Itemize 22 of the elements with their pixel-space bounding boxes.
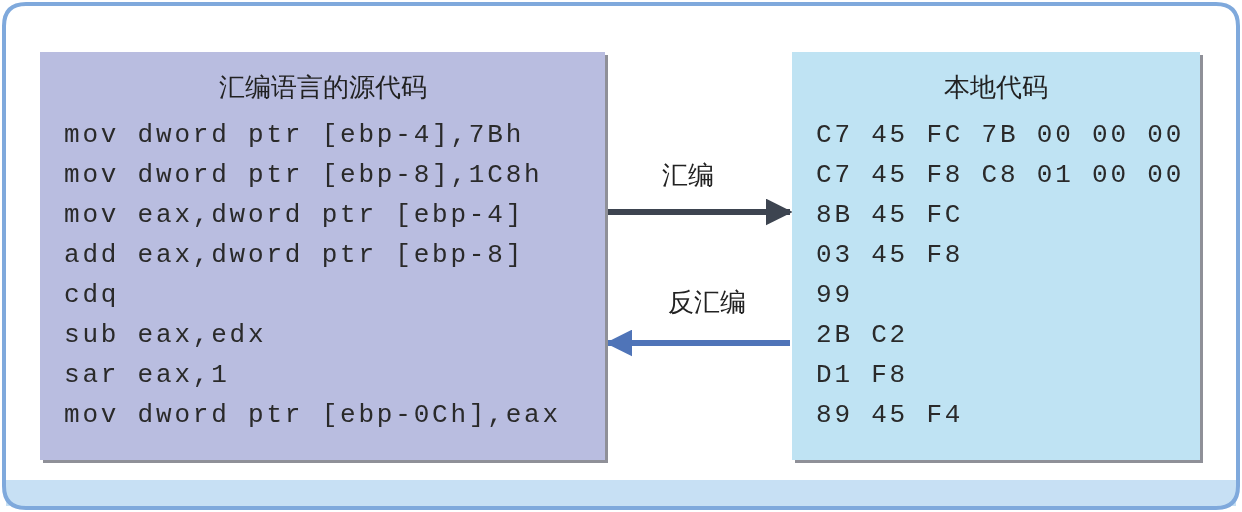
arrow (605, 329, 790, 357)
code-line: 99 (816, 280, 853, 310)
code-line: 89 45 F4 (816, 400, 964, 430)
code-line: mov dword ptr [ebp-0Ch],eax (64, 400, 561, 430)
arrow (608, 198, 793, 226)
code-panel (40, 52, 605, 460)
code-line: sub eax,edx (64, 320, 267, 350)
code-line: mov dword ptr [ebp-8],1C8h (64, 160, 543, 190)
code-line: mov eax,dword ptr [ebp-4] (64, 200, 525, 230)
code-line: sar eax,1 (64, 360, 230, 390)
code-line: mov dword ptr [ebp-4],7Bh (64, 120, 525, 150)
code-line: C7 45 F8 C8 01 00 00 (816, 160, 1185, 190)
code-panel (792, 52, 1200, 460)
code-line: 2B C2 (816, 320, 908, 350)
code-line: cdq (64, 280, 120, 310)
panel-title: 汇编语言的源代码 (217, 71, 428, 104)
code-line: add eax,dword ptr [ebp-8] (64, 240, 525, 270)
code-line: D1 F8 (816, 360, 908, 390)
code-line: 03 45 F8 (816, 240, 964, 270)
code-line: C7 45 FC 7B 00 00 00 (816, 120, 1185, 150)
code-line: 8B 45 FC (816, 200, 964, 230)
panel-title: 本地代码 (943, 71, 1049, 104)
